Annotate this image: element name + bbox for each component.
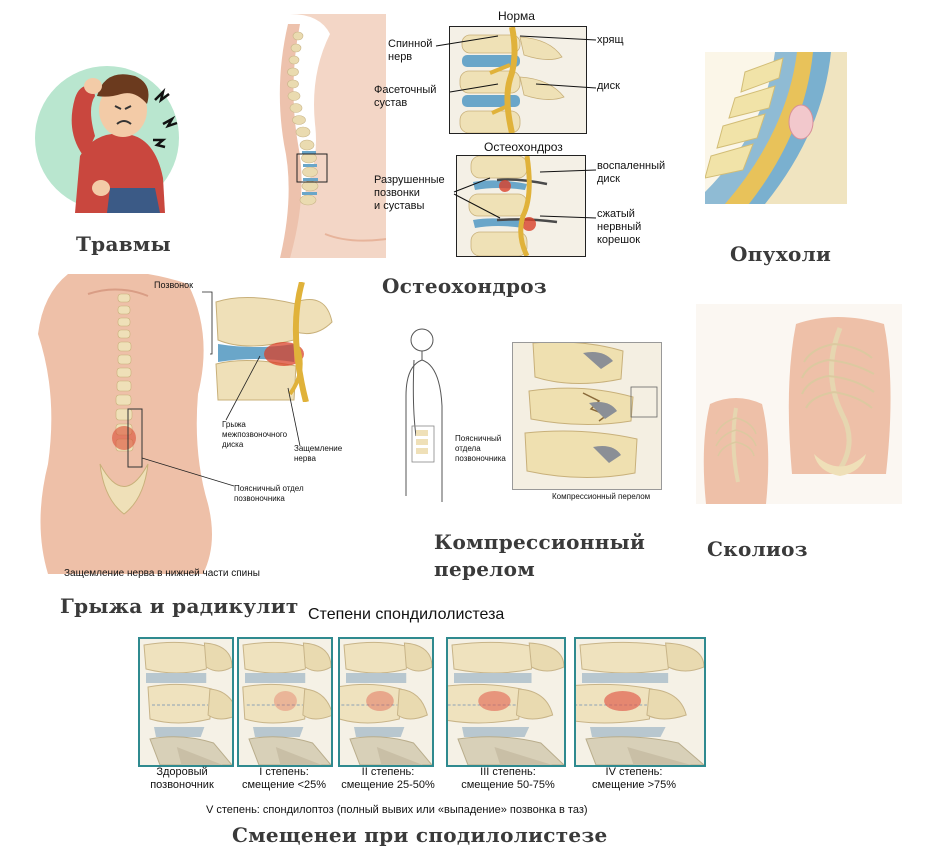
spondylolisthesis-grade-label: IV степень: смещение >75% [591,766,677,791]
spondylolisthesis-vertebrae [340,639,432,765]
label-compressed-root: сжатый нервный корешок [597,208,642,246]
compression-fracture-frame [512,342,662,490]
hernia-bottom-label: Защемление нерва в нижней части спины [64,568,260,579]
spondylolisthesis-grade-label: II степень: смещение 25-50% [341,766,435,791]
osteochondrosis-leader-lines [435,35,597,219]
spondylolisthesis-vertebrae [448,639,564,765]
label-lumbar-section: Поясничный отдела позвоночника [455,434,506,463]
spondylolisthesis-panel [237,637,333,767]
spondylolisthesis-grade-label: Здоровый позвоночник [150,766,214,791]
label-hernia: Грыжа межпозвоночного диска [222,420,288,449]
spondylolisthesis-vertebrae [140,639,232,765]
label-cartilage: хрящ [597,34,624,46]
label-facet-joint: Фасеточный сустав [374,84,437,109]
spondylolisthesis-panel [446,637,566,767]
label-destroyed-vertebrae: Разрушенные позвонки и суставы [374,174,445,212]
compression-caption-line2: перелом [434,557,535,581]
osteochondrosis-torso-illustration [270,14,386,258]
hernia-back-illustration [28,274,224,574]
osteochondrosis-norm-frame [449,26,587,134]
osteo-title: Остеохондроз [484,140,563,154]
spondylolisthesis-grade-label: III степень: смещение 50-75% [461,766,555,791]
label-spinal-nerve: Спинной нерв [388,38,433,63]
tumors-caption: Опухоли [730,242,832,266]
trauma-caption: Травмы [76,232,171,256]
scoliosis-caption: Сколиоз [707,537,808,561]
scoliosis-illustration [696,304,902,504]
label-inflamed-disc: воспаленный диск [597,160,666,185]
hernia-caption: Грыжа и радикулит [60,594,299,618]
spondylolisthesis-panel [574,637,706,767]
spondylolisthesis-panel [138,637,234,767]
tumor-illustration [705,52,847,204]
spondylolisthesis-title: Степени спондилолистеза [308,606,505,623]
hernia-disc-illustration [206,282,334,402]
compression-figure-illustration [398,326,450,502]
label-lumbar-spine: Поясничный отдел позвоночника [234,484,304,503]
label-compression-fracture: Компрессионный перелом [552,492,651,501]
norm-title: Норма [498,9,535,23]
hernia-leader-lines [141,291,301,487]
spondylolisthesis-note: V степень: спондилоптоз (полный вывих ил… [206,804,588,816]
spondylolisthesis-caption: Смещенеи при сподилолистезе [232,823,608,847]
spondylolisthesis-vertebrae [239,639,331,765]
osteochondrosis-caption: Остеохондроз [382,274,547,298]
compression-caption-line1: Компрессионный [434,530,646,554]
label-disc: диск [597,80,620,92]
label-pinched-nerve: Защемление нерва [294,444,343,463]
spondylolisthesis-grade-label: I степень: смещение <25% [241,766,327,791]
spondylolisthesis-panel [338,637,434,767]
trauma-illustration [35,38,185,213]
spondylolisthesis-vertebrae [576,639,704,765]
label-vertebra: Позвонок [154,280,194,290]
